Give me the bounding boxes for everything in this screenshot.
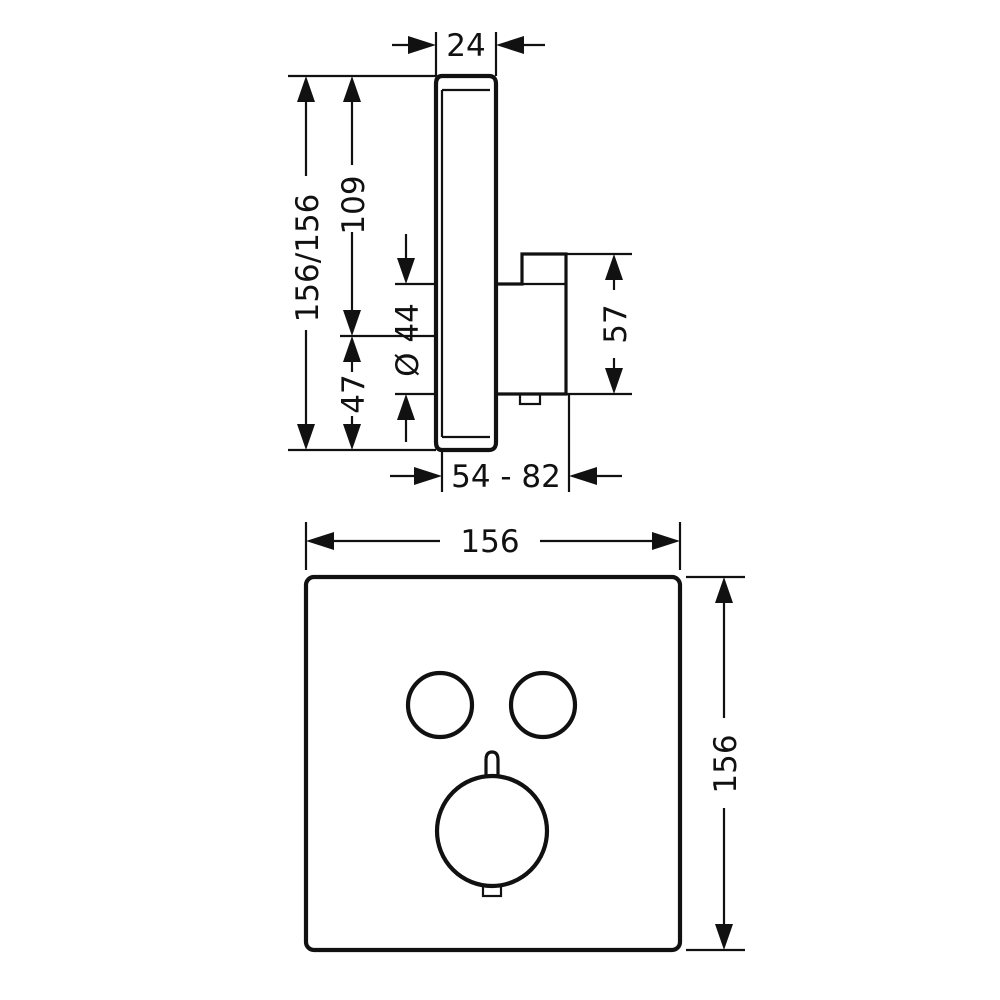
knob-bottom-nub — [481, 884, 503, 898]
side-body-nub — [518, 392, 542, 406]
label-depth-range: 54 - 82 — [451, 459, 561, 495]
dim-depth-range: 54 - 82 — [390, 459, 622, 495]
label-lower-height: 47 — [336, 374, 372, 413]
knob-indicator — [484, 750, 500, 777]
dim-lower-height: 47 — [336, 336, 372, 450]
front-plate — [303, 574, 683, 953]
label-depth-top: 24 — [446, 28, 485, 64]
side-plate-outline — [433, 73, 499, 453]
button-left — [405, 670, 475, 740]
label-button-diameter: Ø 44 — [390, 303, 426, 377]
label-upper-height: 109 — [336, 175, 372, 234]
front-view: 156 156 — [303, 522, 745, 953]
dim-front-width: 156 — [306, 524, 680, 560]
thermostat-knob — [434, 773, 550, 889]
label-front-width: 156 — [460, 524, 519, 560]
side-body-outline — [496, 252, 568, 396]
dim-body-height: 57 — [598, 254, 634, 394]
dim-front-height: 156 — [708, 577, 744, 950]
dim-upper-height: 109 — [336, 76, 372, 336]
label-body-height: 57 — [598, 304, 634, 343]
button-right — [508, 670, 578, 740]
dim-depth-top: 24 — [392, 28, 545, 64]
label-front-height: 156 — [708, 734, 744, 793]
side-view: 24 156/156 109 47 — [288, 28, 634, 495]
dim-total-height: 156/156 — [290, 76, 326, 450]
dim-button-diameter: Ø 44 — [390, 234, 426, 442]
label-total-height: 156/156 — [290, 194, 326, 323]
